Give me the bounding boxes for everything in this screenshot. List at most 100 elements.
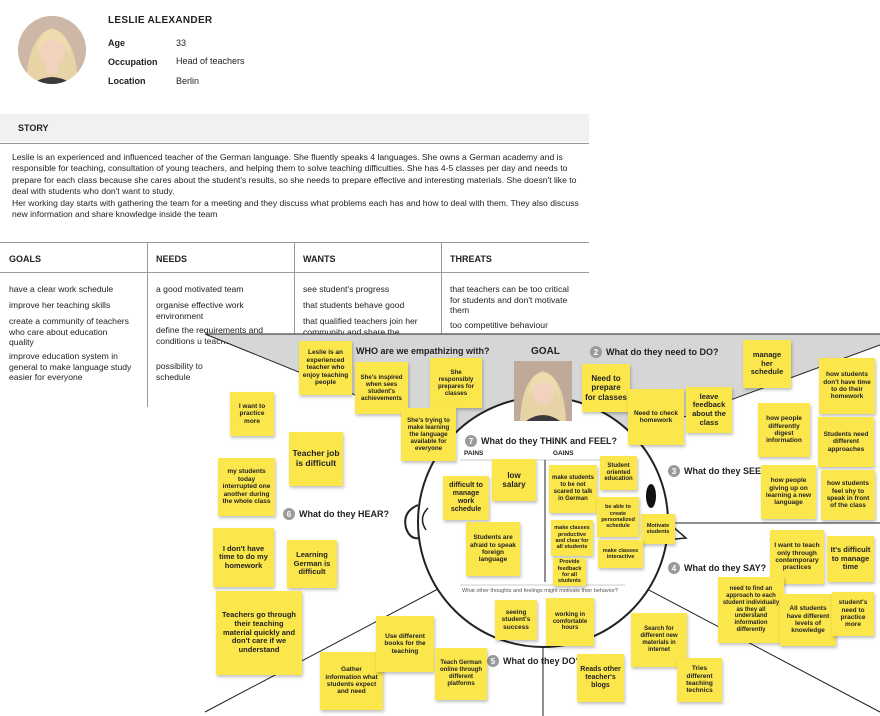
who-heading: WHO are we empathizing with?: [356, 346, 490, 356]
sticky-note[interactable]: Leslie is an experienced teacher who enj…: [299, 341, 352, 395]
sticky-note[interactable]: leave feedback about the class: [686, 387, 732, 433]
goals-heading: GOALS: [9, 254, 42, 264]
sticky-note[interactable]: manage her schedule: [743, 340, 791, 388]
sticky-note[interactable]: how students feel shy to speak in front …: [821, 470, 875, 520]
do-action-heading: 5 What do they DO?: [487, 655, 581, 667]
want-item: that students behave good: [303, 300, 405, 310]
divider: [0, 143, 589, 144]
do-heading-text: What do they need to DO?: [606, 347, 719, 357]
step-number: 3: [668, 465, 680, 477]
goal-item: improve education system in general to m…: [9, 351, 132, 383]
sticky-note[interactable]: She's inspired when sees student's achie…: [355, 362, 408, 414]
sticky-note[interactable]: working in comfortable hours: [546, 598, 594, 646]
see-heading-text: What do they SEE?: [684, 466, 767, 476]
goal-item: improve her teaching skills: [9, 300, 111, 310]
sticky-note[interactable]: I want to teach only through contemporar…: [770, 530, 824, 584]
sticky-note[interactable]: She responsibly prepares for classes: [430, 358, 482, 408]
goal-heading: GOAL: [531, 346, 560, 357]
sticky-note[interactable]: need to find an approach to each student…: [718, 577, 784, 643]
say-heading: 4 What do they SAY?: [668, 562, 766, 574]
goal-photo: [514, 361, 572, 421]
goal-item: create a community of teachers who care …: [9, 316, 129, 348]
story-paragraph-1: Leslie is an experienced and influenced …: [12, 152, 577, 197]
other-thoughts-label: What other thoughts and feelings might m…: [462, 588, 618, 594]
sticky-note[interactable]: Learning German is difficult: [287, 540, 337, 588]
sticky-note[interactable]: Teachers go through their teaching mater…: [216, 591, 302, 675]
sticky-note[interactable]: Reads other teacher's blogs: [577, 654, 624, 702]
step-number: 2: [590, 346, 602, 358]
location-value: Berlin: [176, 76, 200, 86]
sticky-note[interactable]: make students to be not scared to talk i…: [549, 465, 597, 513]
sticky-note[interactable]: Teacher job is difficult: [289, 432, 343, 486]
say-heading-text: What do they SAY?: [684, 563, 767, 573]
think-heading-text: What do they THINK and FEEL?: [481, 436, 617, 446]
sticky-note[interactable]: student's need to practice more: [832, 592, 874, 636]
need-item: organise effective work environment: [156, 300, 244, 321]
do-action-heading-text: What do they DO?: [503, 656, 581, 666]
pains-label: PAINS: [464, 450, 484, 457]
sticky-note[interactable]: Tries different teaching technics: [677, 658, 722, 702]
column-divider: [294, 242, 295, 334]
sticky-note[interactable]: Need to check homework: [628, 389, 684, 445]
sticky-note[interactable]: make classes productive and clear for al…: [551, 520, 593, 556]
column-divider: [441, 242, 442, 334]
story-heading: STORY: [18, 123, 49, 133]
sticky-note[interactable]: All students have different levels of kn…: [780, 594, 836, 646]
persona-avatar: [18, 16, 86, 84]
sticky-note[interactable]: difficult to manage work schedule: [443, 476, 489, 520]
threats-heading: THREATS: [450, 254, 492, 264]
sticky-note[interactable]: She's trying to make learning the langua…: [401, 408, 456, 461]
see-heading: 3 What do they SEE?: [668, 465, 767, 477]
step-number: 6: [283, 508, 295, 520]
sticky-note[interactable]: how people giving up on learning a new l…: [761, 465, 816, 519]
need-item: define the requirements and conditions u…: [156, 325, 264, 346]
step-number: 7: [465, 435, 477, 447]
goal-item: have a clear work schedule: [9, 284, 114, 294]
sticky-note[interactable]: how people differently digest informatio…: [758, 403, 810, 457]
goal-heading-text: GOAL: [531, 346, 560, 357]
want-item: see student's progress: [303, 284, 390, 294]
sticky-note[interactable]: low salary: [492, 459, 536, 501]
sticky-note[interactable]: Need to prepare for classes: [582, 364, 630, 412]
sticky-note[interactable]: Use different books for the teaching: [376, 616, 434, 672]
step-number: 5: [487, 655, 499, 667]
age-value: 33: [176, 38, 187, 48]
think-heading: 7 What do they THINK and FEEL?: [465, 435, 617, 447]
do-heading: 2 What do they need to DO?: [590, 346, 719, 358]
threat-item: too competitive behaviour: [450, 320, 548, 330]
threat-item: that teachers can be too critical for st…: [450, 284, 569, 316]
sticky-note[interactable]: Gather information what students expect …: [320, 652, 383, 710]
need-item: possibility to schedule: [156, 361, 203, 382]
hear-heading: 6 What do they HEAR?: [283, 508, 389, 520]
sticky-note[interactable]: It's difficult to manage time: [827, 536, 874, 582]
column-divider: [147, 242, 148, 407]
sticky-note[interactable]: I want to practice more: [230, 392, 274, 436]
location-label: Location: [108, 76, 146, 86]
persona-name: LESLIE ALEXANDER: [108, 15, 213, 26]
occupation-label: Occupation: [108, 57, 158, 67]
sticky-note[interactable]: my students today interrupted one anothe…: [218, 458, 275, 516]
gains-label: GAINS: [553, 450, 574, 457]
step-number: 4: [668, 562, 680, 574]
hear-heading-text: What do they HEAR?: [299, 509, 389, 519]
sticky-note[interactable]: Provide feedback for all students: [553, 558, 586, 586]
sticky-note[interactable]: be able to create personalized schedule: [597, 497, 639, 537]
sticky-note[interactable]: how students don't have time to do their…: [819, 358, 875, 414]
sticky-note[interactable]: seeing student's success: [495, 600, 537, 640]
wants-heading: WANTS: [303, 254, 336, 264]
age-label: Age: [108, 38, 126, 48]
story-text: Leslie is an experienced and influenced …: [12, 152, 582, 220]
want-item: that qualified teachers join her communi…: [303, 316, 418, 336]
story-paragraph-2: Her working day starts with gathering th…: [12, 197, 579, 220]
sticky-note[interactable]: Student oriented education: [600, 456, 637, 490]
sticky-note[interactable]: I don't have time to do my homework: [213, 528, 274, 587]
needs-heading: NEEDS: [156, 254, 188, 264]
need-item: a good motivated team: [156, 284, 244, 294]
who-heading-text: WHO are we empathizing with?: [356, 346, 490, 356]
sticky-note[interactable]: Motivate students: [641, 514, 675, 544]
sticky-note[interactable]: Students are afraid to speak foreign lan…: [466, 522, 520, 576]
sticky-note[interactable]: make classes interactive: [598, 540, 643, 568]
sticky-note[interactable]: Students need different approaches: [818, 417, 874, 467]
occupation-value: Head of teachers: [176, 56, 245, 66]
sticky-note[interactable]: Teach German online through different pl…: [435, 648, 487, 700]
